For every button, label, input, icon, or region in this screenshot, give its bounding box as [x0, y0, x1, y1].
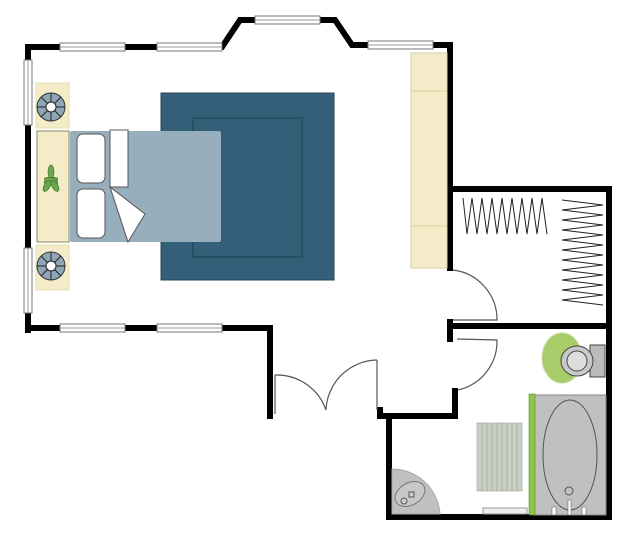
windows: [23, 15, 434, 333]
closet-door: [452, 269, 498, 321]
corner-sink: [391, 468, 441, 515]
lamp-icon: [36, 251, 66, 281]
bathtub: [528, 393, 607, 516]
closet-wall: [386, 186, 612, 520]
toilet: [541, 332, 606, 384]
plant-icon: [42, 164, 60, 192]
doors: [274, 269, 498, 414]
bath-mat: [476, 422, 523, 492]
bed: [70, 129, 221, 244]
pillow: [76, 188, 106, 239]
headboard: [36, 130, 70, 243]
sheet-fold: [109, 129, 129, 188]
pillow: [76, 133, 106, 184]
shower-rail: [528, 393, 536, 516]
bedroom-bottom-wall: [25, 325, 273, 419]
closet-hangers: [462, 197, 604, 306]
wardrobe: [410, 52, 448, 269]
sheet-corner: [109, 185, 146, 244]
bathroom-door: [456, 338, 498, 391]
lamp-icon: [36, 92, 66, 122]
nightstand-bottom: [35, 244, 70, 291]
nightstand-top: [35, 82, 70, 129]
bedroom-double-door: [274, 359, 378, 411]
bath-entry-wall: [377, 388, 458, 419]
towel-rail: [482, 507, 528, 515]
